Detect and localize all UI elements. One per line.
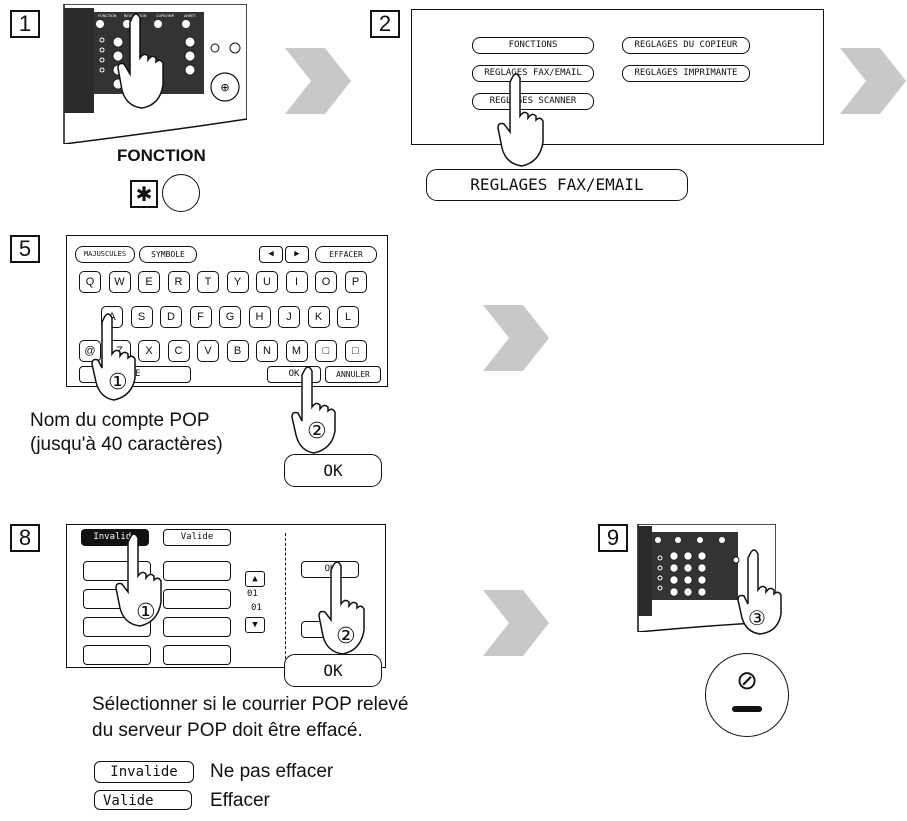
menu-copier-settings[interactable]: REGLAGES DU COPIEUR: [622, 37, 750, 54]
svg-text:⊕: ⊕: [220, 81, 229, 94]
cursor-left-button[interactable]: ◀: [259, 246, 283, 263]
key-8-row1[interactable]: I: [285, 271, 308, 293]
stop-bar: [732, 706, 762, 712]
key-9-row1[interactable]: O: [315, 271, 337, 293]
pointing-hand-icon: [117, 13, 164, 109]
pop-delete-caption-1: Sélectionner si le courrier POP relevé: [92, 694, 409, 715]
page-indicator-top: 01: [247, 589, 258, 599]
settings-menu-screen: FONCTIONS REGLAGES DU COPIEUR REGLAGES F…: [411, 9, 824, 145]
callout-2: ②: [336, 624, 356, 649]
fax-email-settings-button[interactable]: REGLAGES FAX/EMAIL: [426, 169, 688, 201]
stop-button[interactable]: ⊘: [705, 653, 789, 737]
legend-valid-text: Effacer: [210, 790, 270, 811]
valid-option-button[interactable]: Valide: [163, 529, 231, 546]
pointing-hand-icon: [318, 561, 365, 655]
pointing-hand-icon: [497, 73, 544, 167]
step-number-9: 9: [598, 524, 628, 552]
key-6-row2[interactable]: H: [248, 306, 271, 328]
key-5-row1[interactable]: T: [197, 271, 219, 293]
symbol-button[interactable]: SYMBOLE: [139, 246, 197, 263]
pointing-hand-icon: [115, 533, 162, 627]
ok-button[interactable]: OK: [301, 561, 359, 578]
key-5-row2[interactable]: G: [219, 306, 241, 328]
next-step-arrow-icon: [840, 48, 906, 114]
key-9-row2[interactable]: L: [337, 306, 359, 328]
key-10-row1[interactable]: P: [344, 271, 367, 293]
key-3-row1[interactable]: E: [138, 271, 160, 293]
function-key-icon: ✱: [130, 180, 158, 208]
next-step-arrow-icon: [285, 48, 351, 114]
next-step-arrow-icon: [483, 305, 549, 371]
divider: [285, 533, 286, 659]
key-7-row1[interactable]: U: [256, 271, 278, 293]
pop-delete-screen: Invalide Valide ▲ 01 01 ▼ OK ANN: [66, 524, 386, 668]
svg-text:ARRET: ARRET: [184, 14, 196, 18]
svg-text:FONCTION: FONCTION: [98, 14, 117, 18]
stop-icon: ⊘: [736, 666, 758, 696]
key-8-row3[interactable]: M: [285, 340, 308, 362]
key-4-row2[interactable]: F: [189, 306, 212, 328]
entry-slot[interactable]: [83, 645, 151, 665]
menu-printer-settings[interactable]: REGLAGES IMPRIMANTE: [622, 65, 750, 82]
pop-account-caption-2: (jusqu'à 40 caractères): [30, 434, 223, 455]
step-number-5: 5: [10, 235, 40, 263]
step-number-1: 1: [10, 10, 40, 38]
legend-invalid-button: Invalide: [94, 761, 194, 783]
pointing-hand-icon: [291, 366, 336, 454]
key-7-row3[interactable]: N: [256, 340, 278, 362]
key-10-row3[interactable]: □: [344, 340, 367, 362]
key-1-row3[interactable]: @: [79, 340, 101, 362]
key-8-row2[interactable]: K: [307, 306, 330, 328]
menu-scanner-settings[interactable]: REGLAGES SCANNER: [472, 93, 594, 110]
callout-2: ②: [307, 419, 327, 444]
key-4-row1[interactable]: R: [167, 271, 190, 293]
key-3-row2[interactable]: D: [160, 306, 182, 328]
scroll-down-button[interactable]: ▼: [245, 617, 265, 633]
key-5-row3[interactable]: V: [197, 340, 219, 362]
key-4-row3[interactable]: C: [167, 340, 190, 362]
key-2-row1[interactable]: W: [108, 271, 131, 293]
key-3-row3[interactable]: X: [138, 340, 160, 362]
step-number-2: 2: [370, 10, 400, 38]
callout-3: ③: [748, 606, 766, 630]
entry-slot[interactable]: [163, 617, 231, 637]
key-6-row3[interactable]: B: [226, 340, 249, 362]
next-step-arrow-icon: [483, 590, 549, 656]
uppercase-button[interactable]: MAJUSCULES: [75, 246, 135, 263]
key-1-row1[interactable]: Q: [79, 271, 101, 293]
legend-valid-button: Valide: [94, 790, 192, 810]
page-indicator-bottom: 01: [251, 603, 262, 613]
entry-slot[interactable]: [163, 589, 231, 609]
callout-1: ①: [108, 370, 128, 395]
clear-button[interactable]: EFFACER: [315, 246, 377, 263]
pop-account-caption-1: Nom du compte POP: [30, 410, 210, 431]
cancel-button[interactable]: ANNULER: [325, 366, 381, 383]
menu-functions[interactable]: FONCTIONS: [472, 37, 594, 54]
key-6-row1[interactable]: Y: [226, 271, 249, 293]
ok-big-button[interactable]: OK: [284, 454, 382, 487]
svg-text:COPIE/IMP.: COPIE/IMP.: [156, 14, 174, 18]
legend-invalid-text: Ne pas effacer: [210, 761, 334, 782]
key-2-row2[interactable]: S: [130, 306, 153, 328]
key-9-row3[interactable]: □: [315, 340, 337, 362]
pointing-hand-icon: [737, 549, 782, 635]
function-key-label: FONCTION: [117, 146, 206, 165]
step-number-8: 8: [10, 524, 40, 552]
ok-big-button[interactable]: OK: [284, 654, 382, 687]
entry-slot[interactable]: [163, 561, 231, 581]
pop-delete-caption-2: du serveur POP doit être effacé.: [92, 720, 363, 741]
pointing-hand-icon: [91, 313, 136, 401]
scroll-up-button[interactable]: ▲: [245, 571, 265, 587]
entry-slot[interactable]: [163, 645, 231, 665]
key-7-row2[interactable]: J: [278, 306, 300, 328]
function-round-button[interactable]: [162, 174, 200, 212]
menu-fax-email-settings[interactable]: REGLAGES FAX/EMAIL: [472, 65, 594, 82]
callout-1: ①: [136, 600, 156, 625]
cursor-right-button[interactable]: ▶: [285, 246, 309, 263]
